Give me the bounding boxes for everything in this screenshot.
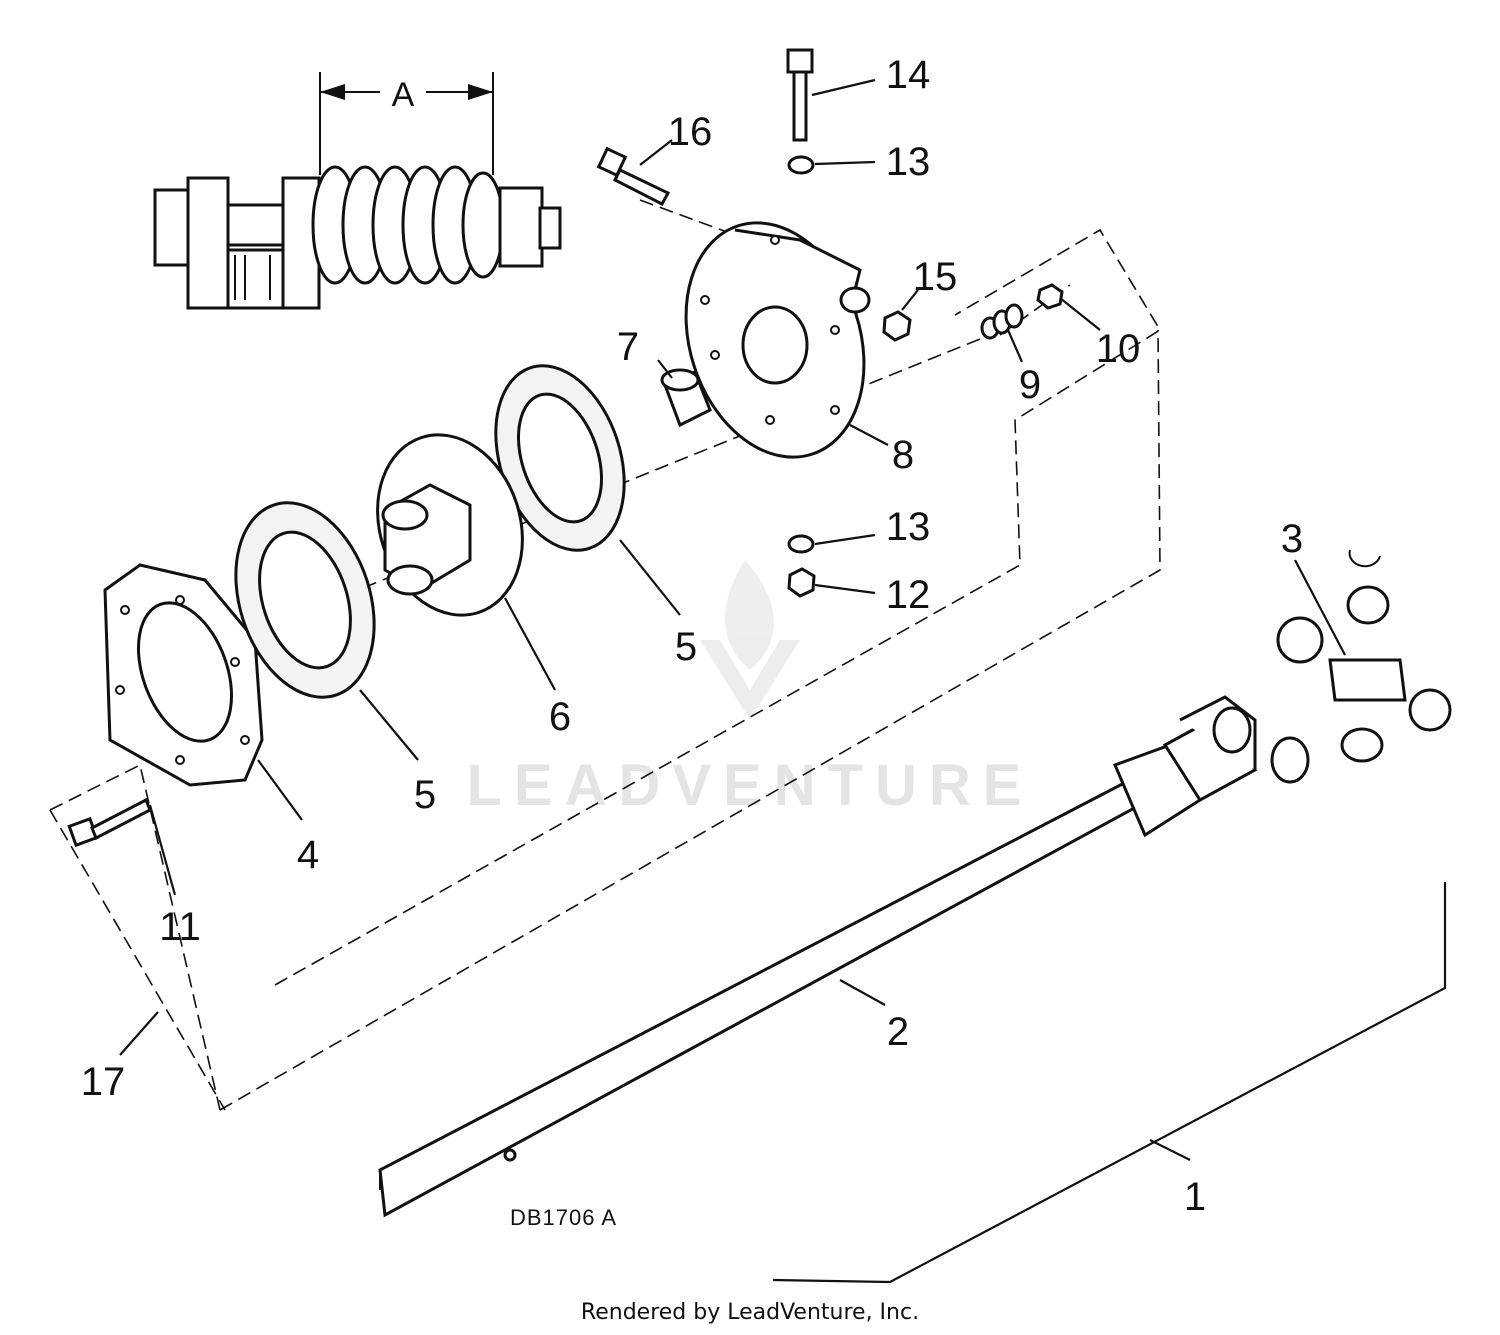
- callout-10: 10: [1096, 327, 1141, 371]
- callout-14: 14: [886, 53, 931, 97]
- callout-3: 3: [1281, 517, 1303, 561]
- callout-1: 1: [1184, 1175, 1206, 1219]
- part-16-bolt: [596, 146, 671, 206]
- part-11-bolt: [67, 797, 152, 848]
- callout-9: 9: [1019, 363, 1041, 407]
- callout-5-left: 5: [414, 773, 436, 817]
- part-8-bearing-housing: [684, 221, 871, 459]
- part-9-spring: [980, 303, 1024, 340]
- leader-lines: [119, 78, 1447, 1284]
- callout-16: 16: [668, 110, 713, 154]
- callout-11: 11: [159, 905, 201, 949]
- callout-13-top: 13: [886, 140, 931, 184]
- callout-15: 15: [913, 255, 958, 299]
- callout-7: 7: [617, 325, 639, 369]
- part-10-nut: [1036, 283, 1064, 310]
- part-2-square-shaft: [378, 777, 1142, 1218]
- part-15-nut: [882, 310, 912, 342]
- part-5-friction-disc-left: [234, 501, 376, 699]
- callout-8: 8: [892, 433, 914, 477]
- part-3-universal-joint: [1276, 549, 1452, 763]
- footer-credit: Rendered by LeadVenture, Inc.: [580, 1300, 920, 1325]
- callout-13-bottom: 13: [886, 505, 931, 549]
- drawing-code: DB1706 A: [510, 1205, 617, 1230]
- watermark: LEADVENTURE: [466, 560, 1033, 818]
- callout-17: 17: [81, 1060, 126, 1104]
- dimension-label-a: A: [392, 76, 415, 114]
- spring-assembly-inset: A: [153, 72, 562, 310]
- part-5-friction-disc-right: [494, 364, 626, 552]
- part-4-flange: [103, 563, 264, 787]
- part-6-yoke-hub: [376, 433, 524, 617]
- callout-labels: 14 13 16 15 10 9 7 8 13 12 3 5 6 5 4 11 …: [81, 53, 1303, 1230]
- part-12-nut: [787, 567, 816, 598]
- part-13-washer-top: [787, 155, 815, 175]
- part-1-shaft-yoke: [1112, 695, 1310, 838]
- part-14-bolt: [786, 48, 814, 142]
- callout-5-right: 5: [675, 625, 697, 669]
- watermark-text: LEADVENTURE: [466, 753, 1033, 818]
- callout-2: 2: [887, 1010, 909, 1054]
- callout-6: 6: [549, 695, 571, 739]
- callout-12: 12: [886, 573, 931, 617]
- callout-4: 4: [297, 833, 319, 877]
- part-13-washer-bottom: [787, 534, 815, 554]
